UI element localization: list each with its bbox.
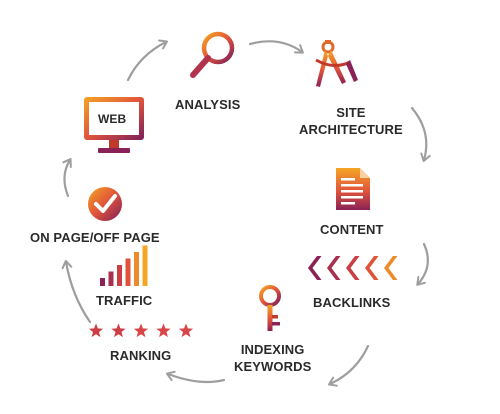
chevron-left-icon — [365, 256, 379, 280]
arrow-content-to-backlinks — [416, 242, 429, 286]
label-on-off-page: ON PAGE/OFF PAGE — [30, 230, 160, 245]
monitor-icon — [84, 97, 144, 153]
document-icon — [336, 168, 370, 210]
magnifier-icon — [190, 31, 235, 78]
arrow-analysis-to-site — [248, 40, 304, 54]
arrow-keywords-to-ranking — [165, 370, 226, 384]
stars-icon — [88, 323, 194, 338]
traffic-bar — [125, 258, 131, 286]
label-indexing-keywords: INDEXING KEYWORDS — [234, 342, 312, 374]
traffic-bar — [134, 252, 139, 286]
chevron-left-icon — [308, 256, 322, 280]
key-icon — [259, 285, 281, 331]
checkmark-badge-icon — [88, 187, 122, 221]
star-icon — [133, 323, 149, 338]
chevron-left-icon — [327, 256, 341, 280]
bar-chart-icon — [100, 245, 148, 286]
arrow-backlinks-to-keywords — [328, 344, 370, 387]
traffic-bar — [142, 245, 148, 286]
chevron-left-icon — [346, 256, 360, 280]
label-ranking: RANKING — [110, 348, 172, 363]
arrow-ranking-to-traffic — [61, 259, 92, 324]
cycle-arrows — [61, 39, 431, 387]
star-icon — [178, 323, 194, 338]
label-backlinks: BACKLINKS — [313, 295, 391, 310]
star-icon — [111, 323, 126, 338]
label-traffic: TRAFFIC — [96, 293, 153, 308]
chevron-left-icon — [384, 256, 398, 280]
traffic-bar — [100, 278, 105, 286]
label-site-architecture: SITE ARCHITECTURE — [299, 105, 403, 137]
arrow-onpage-to-web — [62, 158, 72, 198]
traffic-bar — [117, 265, 122, 286]
star-icon — [88, 323, 104, 338]
star-icon — [156, 323, 171, 338]
label-analysis: ANALYSIS — [175, 97, 241, 112]
traffic-bar — [108, 271, 114, 286]
compass-icon — [315, 40, 358, 87]
label-content: CONTENT — [320, 222, 384, 237]
label-web: WEB — [98, 112, 127, 126]
arrow-web-to-analysis — [126, 39, 168, 82]
arrow-site-to-content — [410, 106, 431, 163]
chevrons-icon — [308, 256, 398, 280]
